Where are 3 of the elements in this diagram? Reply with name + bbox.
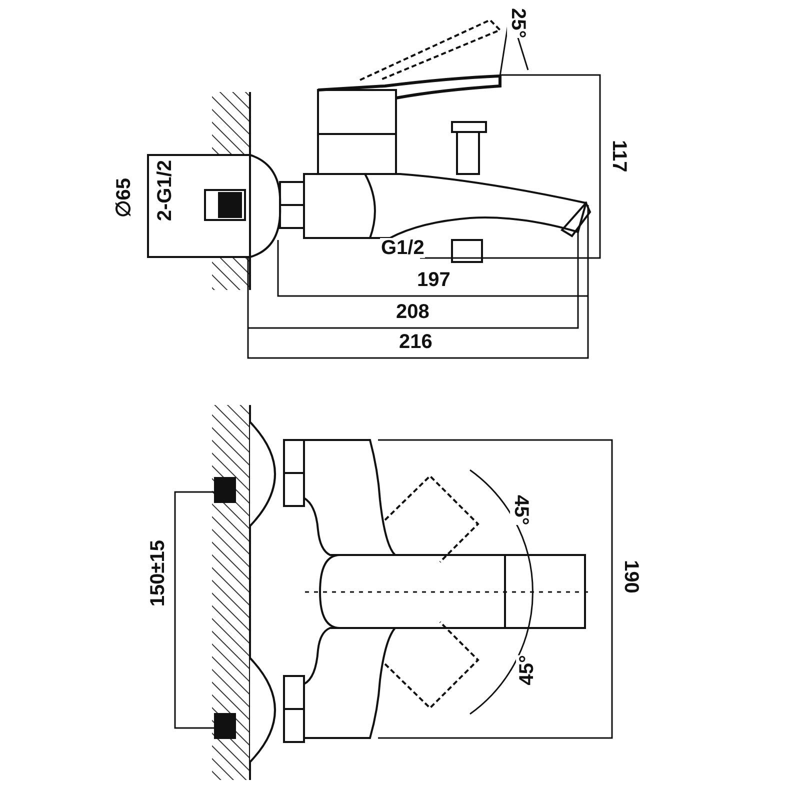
- dimension-label: G1/2: [380, 238, 426, 258]
- dimension-label: 25°: [507, 8, 529, 38]
- dimension-label: 45°: [510, 495, 532, 526]
